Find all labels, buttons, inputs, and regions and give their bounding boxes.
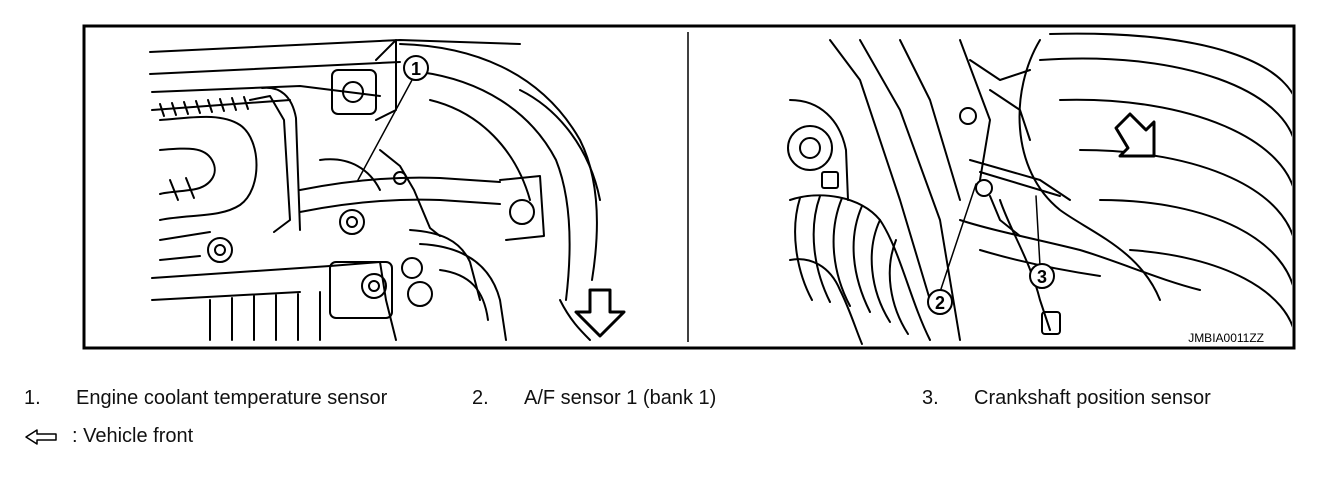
callout-3: 3 <box>1029 263 1055 289</box>
outline-arrow-left-icon <box>25 429 57 445</box>
engine-diagram: 1 <box>82 24 1296 350</box>
legend-label-3: Crankshaft position sensor <box>974 387 1211 409</box>
svg-text:3: 3 <box>1037 267 1047 287</box>
vehicle-front-arrow-down-icon <box>574 288 626 338</box>
legend-row: 1. Engine coolant temperature sensor 2. … <box>0 386 1328 410</box>
legend-label-2: A/F sensor 1 (bank 1) <box>524 387 717 409</box>
vehicle-front-arrow-diagonal-icon <box>1114 112 1156 158</box>
image-code: JMBIA0011ZZ <box>1188 331 1264 345</box>
diagram-frame <box>82 24 1296 350</box>
legend-number-3: 3. <box>922 387 939 409</box>
vehicle-front-label: : Vehicle front <box>72 425 194 447</box>
svg-text:2: 2 <box>935 293 945 313</box>
left-panel-engine-bay <box>149 39 601 341</box>
vehicle-front-legend: : Vehicle front <box>0 424 400 448</box>
svg-text:1: 1 <box>411 59 421 79</box>
callout-1: 1 <box>403 55 429 81</box>
right-panel-engine-bay <box>787 32 1292 345</box>
legend-number-1: 1. <box>24 387 41 409</box>
callout-2: 2 <box>927 289 953 315</box>
legend-number-2: 2. <box>472 387 489 409</box>
legend-label-1: Engine coolant temperature sensor <box>76 387 388 409</box>
